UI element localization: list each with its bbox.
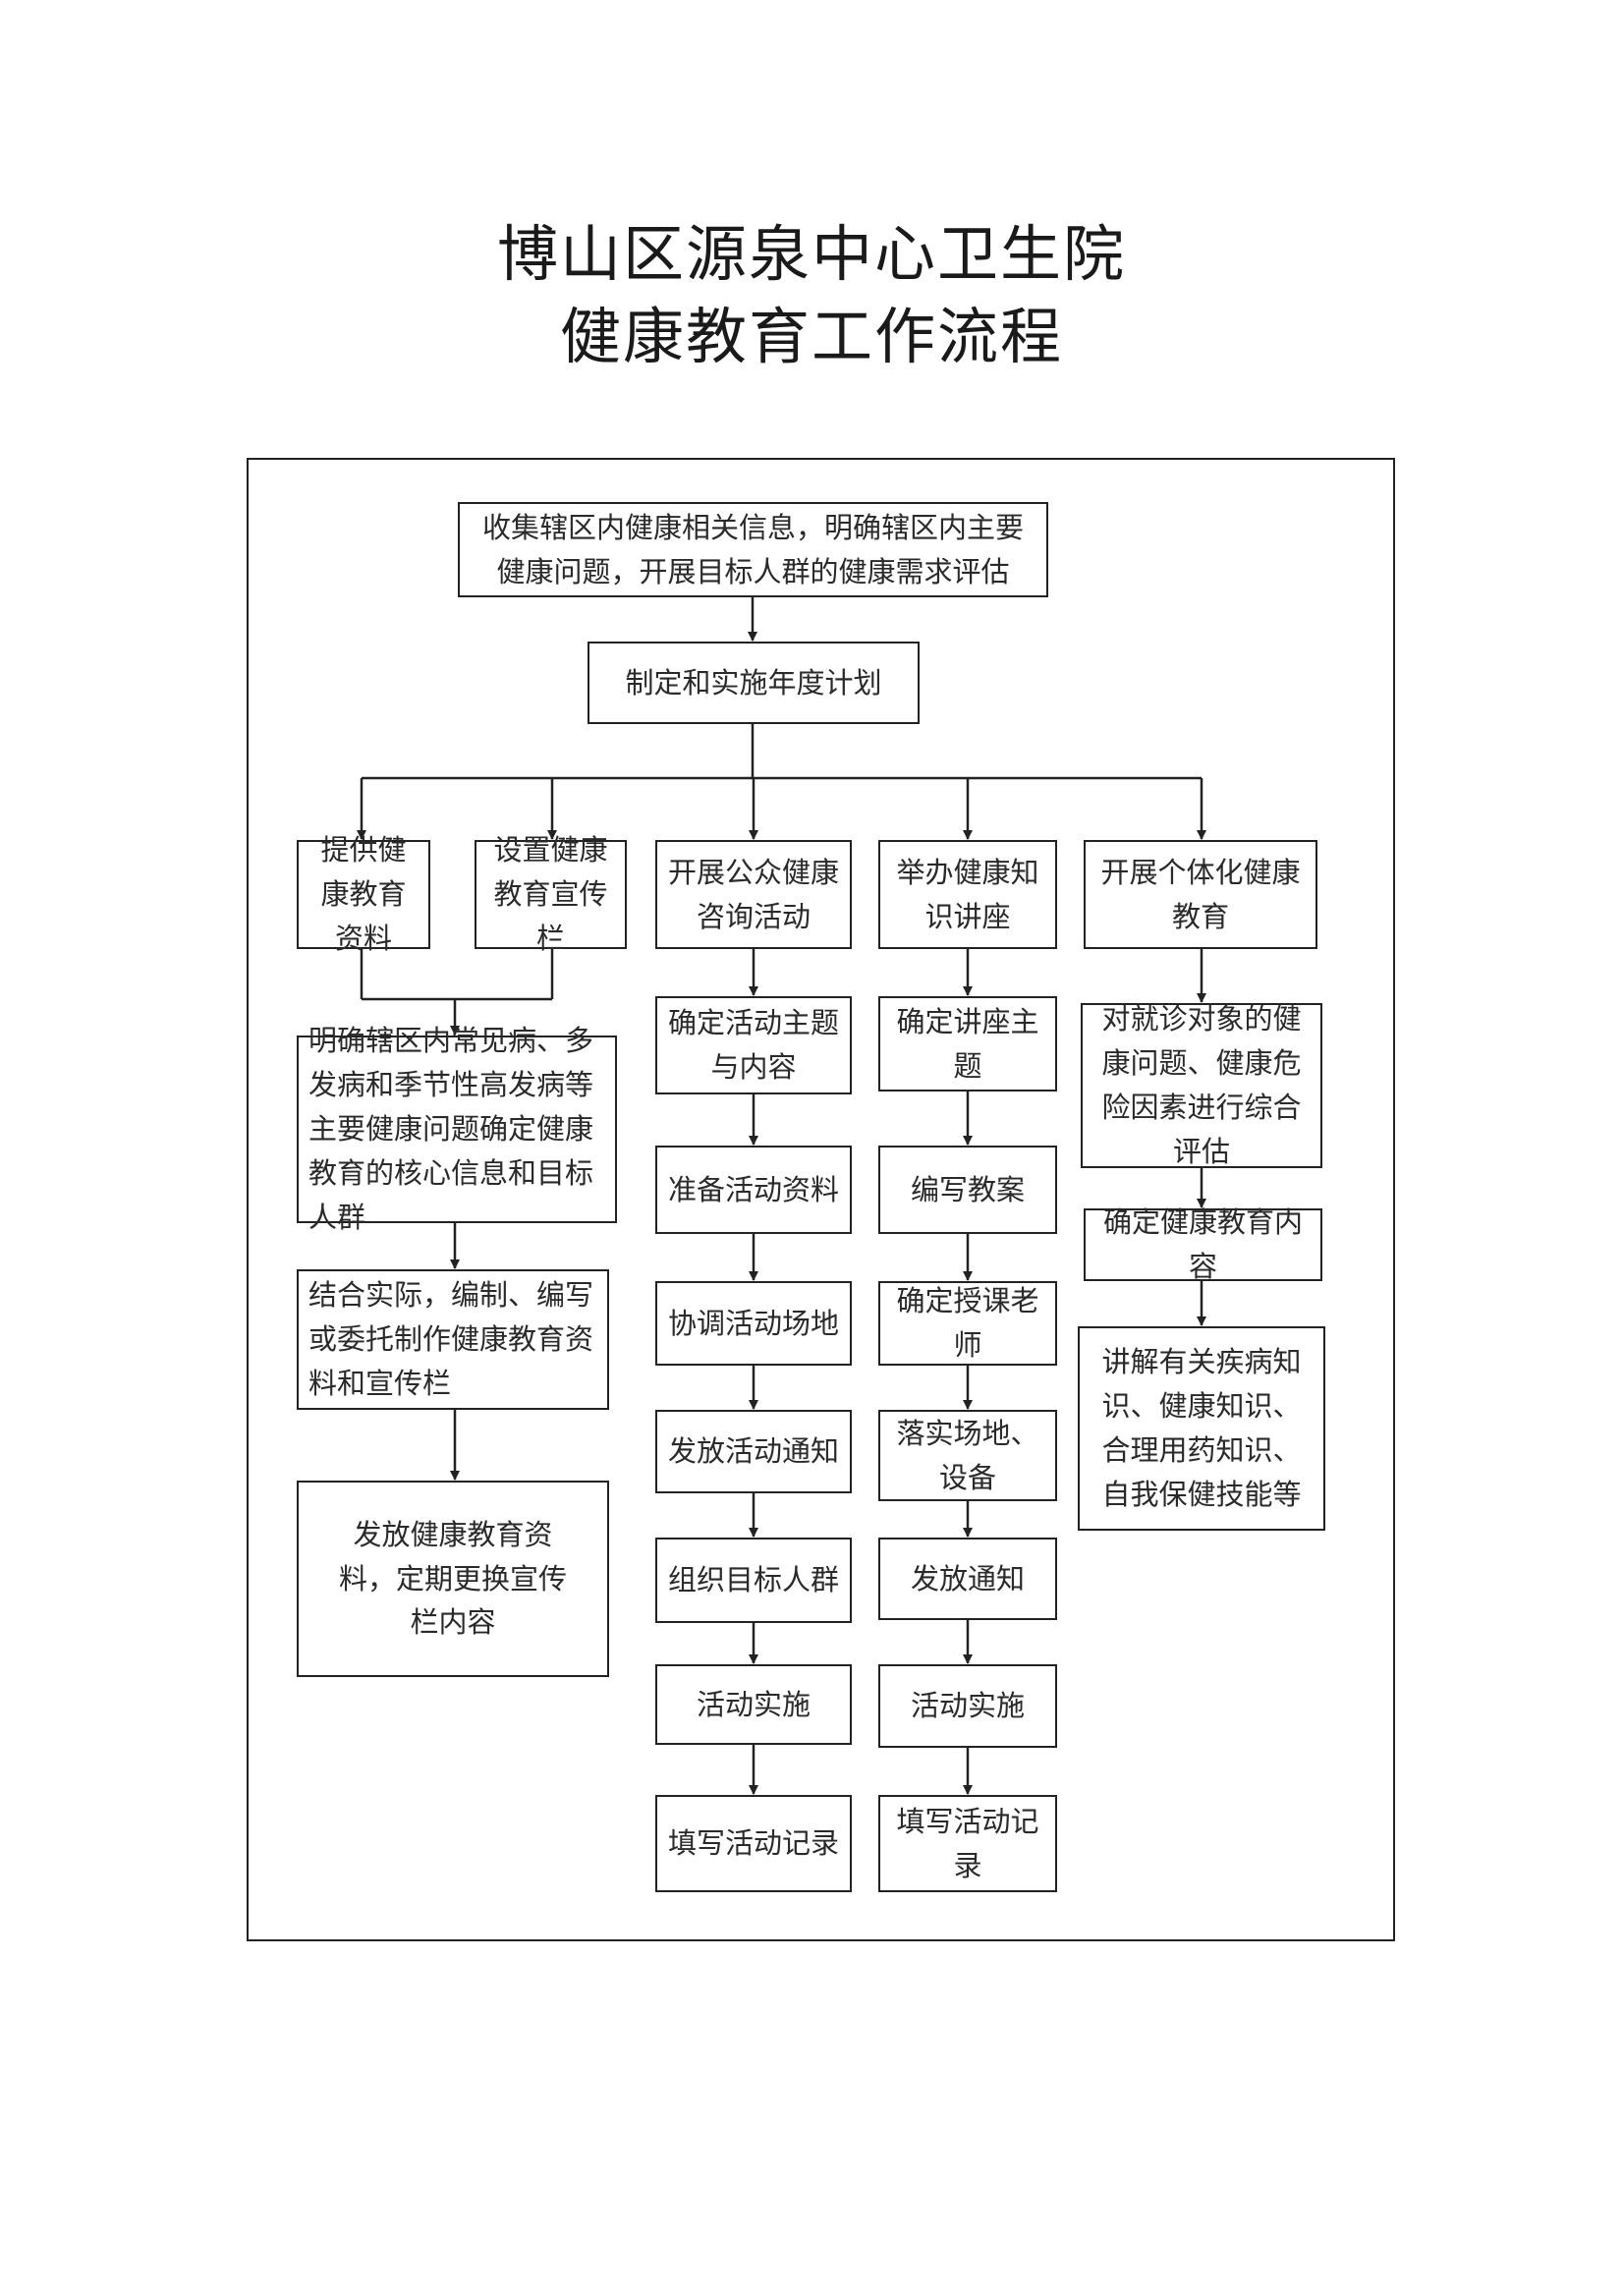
lecture-step-5: 发放通知	[878, 1538, 1057, 1620]
branch-lecture: 举办健康知识讲座	[878, 840, 1057, 949]
page-title: 博山区源泉中心卫生院	[496, 218, 1126, 290]
personal-step-1: 对就诊对象的健康问题、健康危险因素进行综合评估	[1081, 1002, 1322, 1168]
left-step-2: 结合实际，编制、编写或委托制作健康教育资料和宣传栏	[297, 1269, 609, 1410]
consult-step-7: 填写活动记录	[655, 1795, 852, 1892]
branch-personal: 开展个体化健康教育	[1084, 840, 1317, 949]
lecture-step-1: 确定讲座主题	[878, 996, 1057, 1092]
lecture-step-6: 活动实施	[878, 1664, 1057, 1748]
consult-step-3: 协调活动场地	[655, 1281, 852, 1366]
flowchart-frame	[247, 458, 1395, 1941]
consult-step-1: 确定活动主题与内容	[655, 996, 852, 1094]
left-step-1: 明确辖区内常见病、多发病和季节性高发病等主要健康问题确定健康教育的核心信息和目标…	[297, 1024, 617, 1234]
lecture-step-7: 填写活动记录	[878, 1795, 1057, 1892]
consult-step-6: 活动实施	[655, 1664, 852, 1745]
consult-step-4: 发放活动通知	[655, 1410, 852, 1493]
consult-step-5: 组织目标人群	[655, 1538, 852, 1623]
consult-step-2: 准备活动资料	[655, 1146, 852, 1234]
lecture-step-4: 落实场地、设备	[878, 1410, 1057, 1501]
personal-step-2: 确定健康教育内容	[1084, 1205, 1322, 1283]
page-subtitle: 健康教育工作流程	[559, 301, 1063, 372]
left-step-3: 发放健康教育资料，定期更换宣传栏内容	[297, 1481, 609, 1677]
lecture-step-3: 确定授课老师	[878, 1281, 1057, 1366]
branch-consult: 开展公众健康咨询活动	[655, 840, 852, 949]
lecture-step-2: 编写教案	[878, 1146, 1057, 1234]
branch-materials: 提供健康教育资料	[297, 833, 430, 955]
branch-board: 设置健康教育宣传栏	[475, 833, 627, 955]
step-collect-info: 收集辖区内健康相关信息，明确辖区内主要健康问题，开展目标人群的健康需求评估	[458, 502, 1048, 597]
personal-step-3: 讲解有关疾病知识、健康知识、合理用药知识、自我保健技能等	[1078, 1326, 1325, 1531]
step-annual-plan: 制定和实施年度计划	[588, 642, 920, 724]
